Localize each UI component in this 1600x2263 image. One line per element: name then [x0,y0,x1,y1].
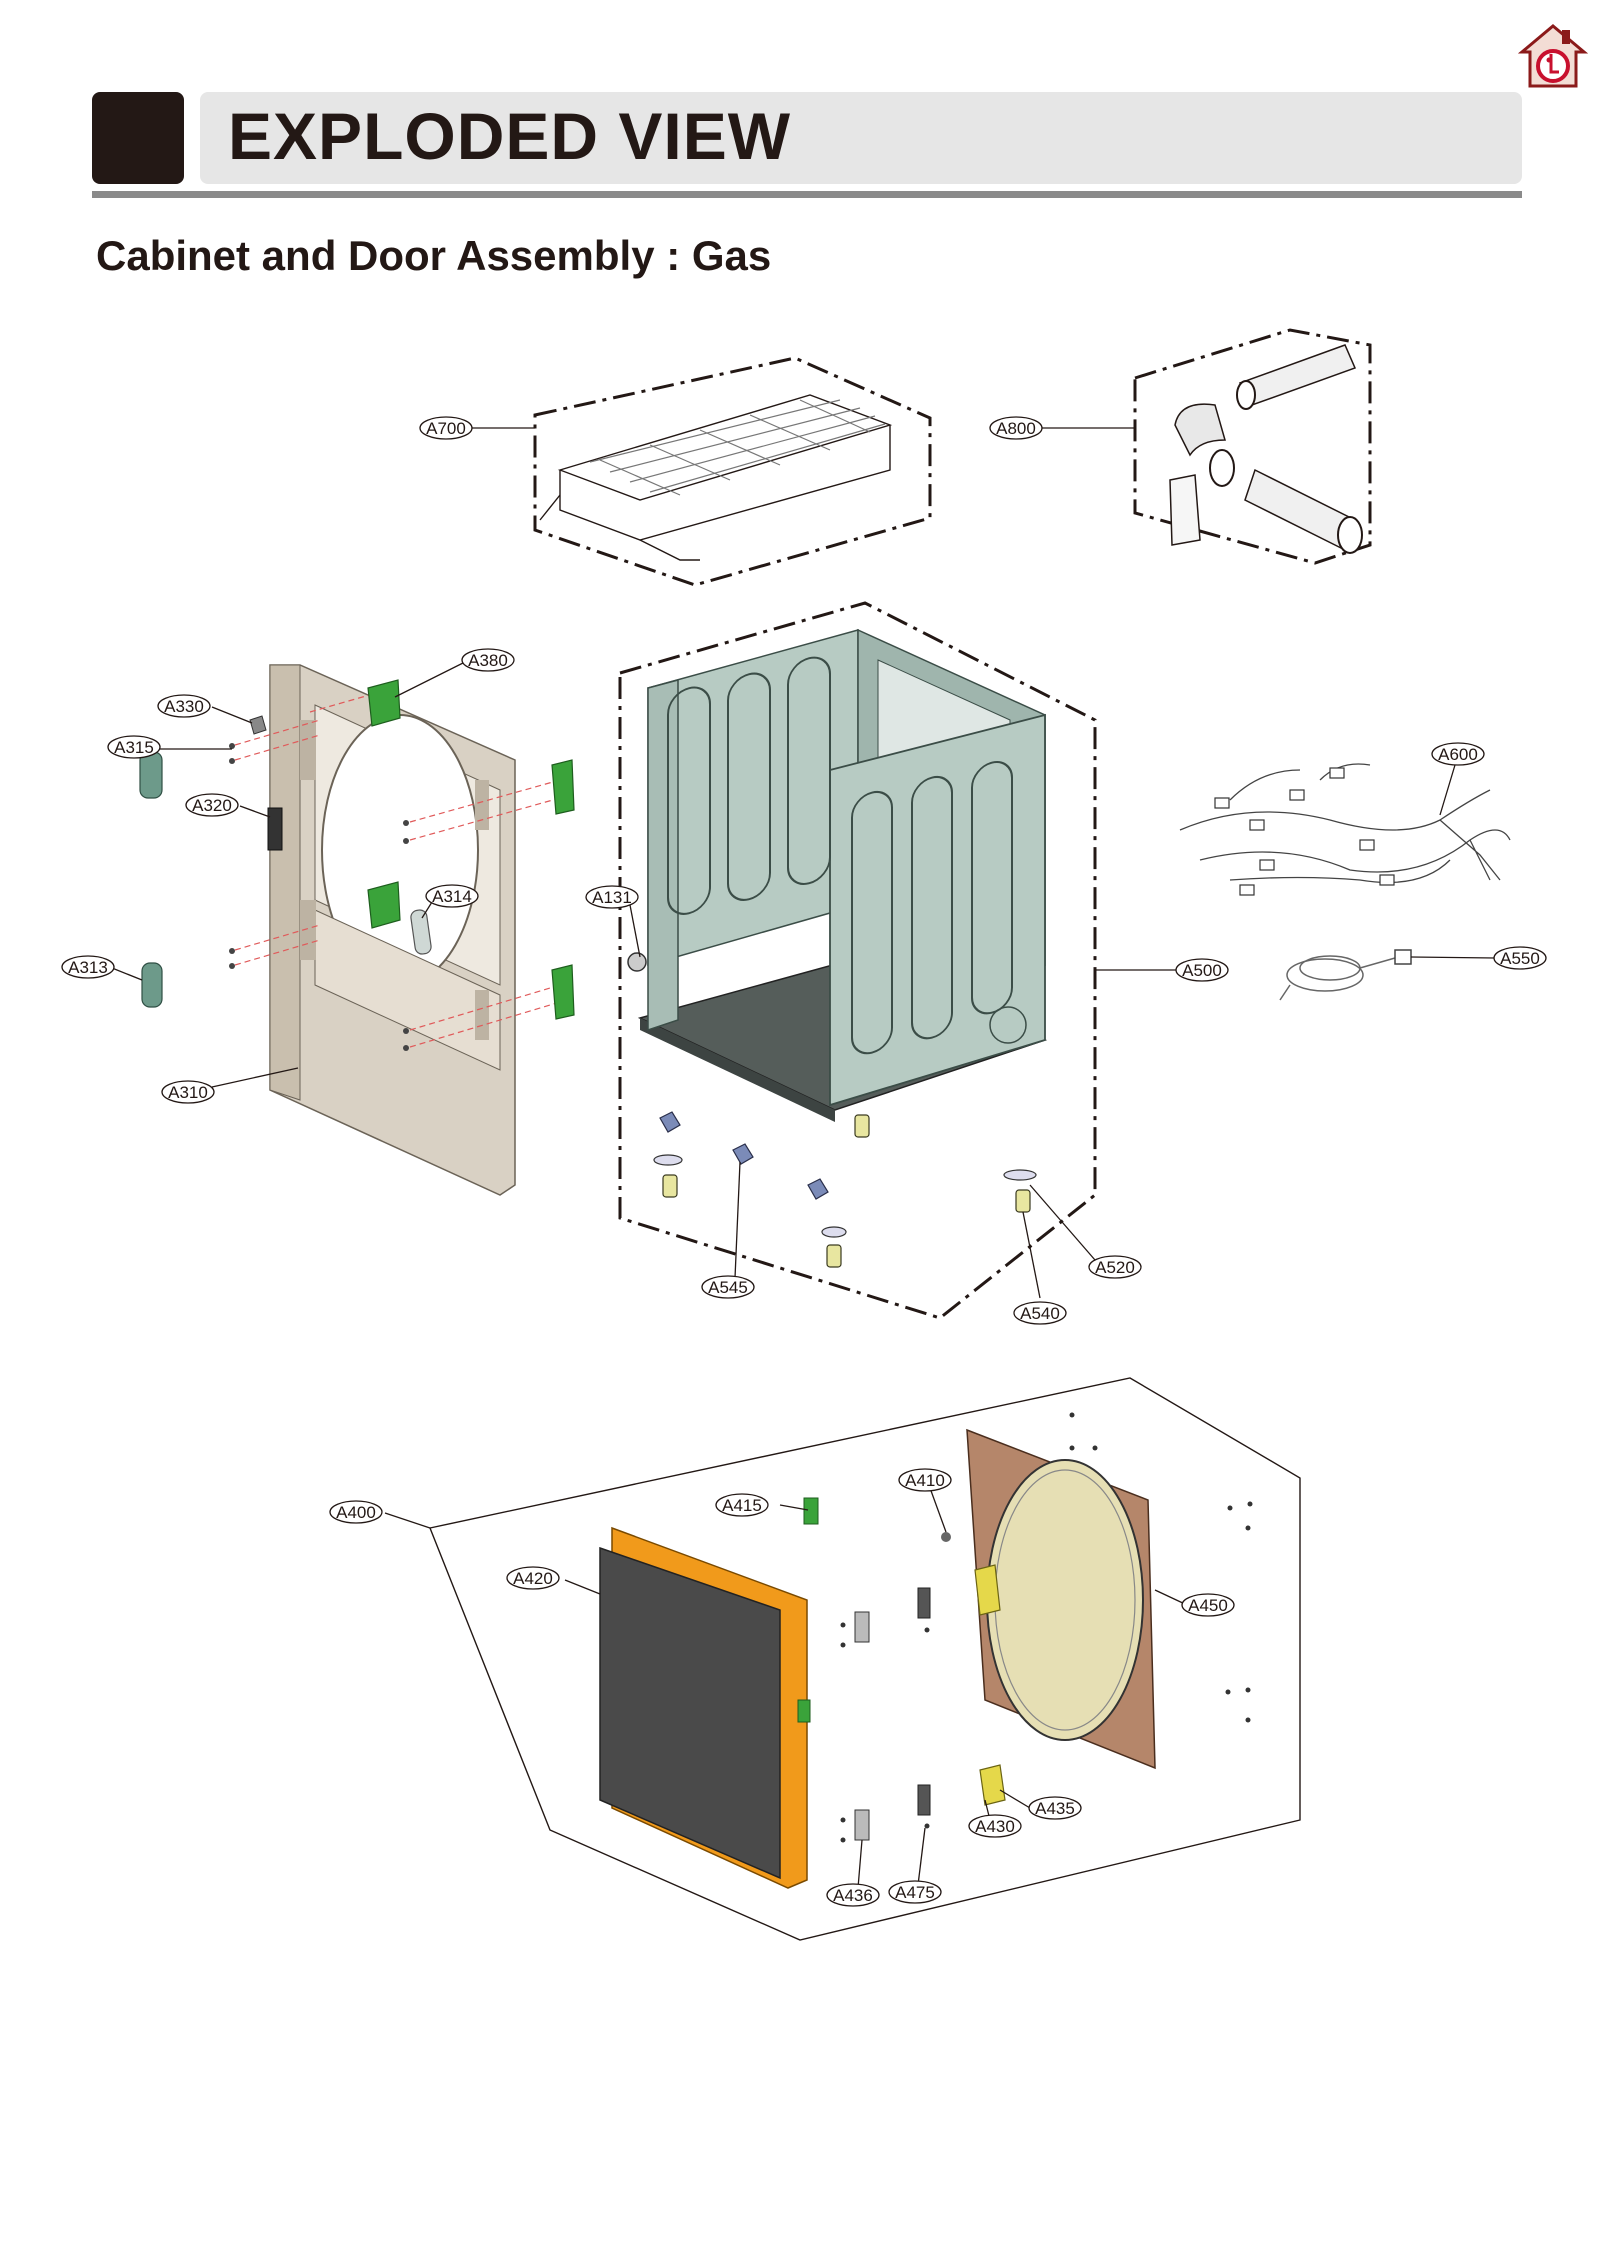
svg-text:A700: A700 [426,419,466,438]
svg-text:A540: A540 [1020,1304,1060,1323]
callout-A410: A410 [898,1468,952,1492]
leveling-feet [653,1111,1037,1268]
callout-A380: A380 [461,648,515,672]
screw-lines [234,691,561,1048]
page-subtitle: Cabinet and Door Assembly : Gas [96,232,772,279]
lg-logo-icon [1517,24,1589,88]
callout-A435: A435 [1028,1796,1082,1820]
front-panel-group [269,664,516,1196]
svg-text:A450: A450 [1188,1596,1228,1615]
svg-text:A330: A330 [164,697,204,716]
home-icon[interactable] [1517,22,1589,92]
callout-A131: A131 [585,885,639,909]
page-title: EXPLODED VIEW [228,99,792,173]
svg-text:A600: A600 [1438,745,1478,764]
svg-text:A415: A415 [722,1496,762,1515]
svg-text:A320: A320 [192,796,232,815]
door-assembly-group [429,1377,1301,1941]
svg-text:A436: A436 [833,1886,873,1905]
svg-text:A400: A400 [336,1503,376,1522]
svg-text:A315: A315 [114,738,154,757]
svg-text:A314: A314 [432,887,472,906]
callout-A415: A415 [715,1493,769,1517]
power-cord [1279,949,1412,1001]
callout-A314: A314 [425,884,479,908]
small-parts-left [139,715,432,1008]
screws-front [229,743,409,1051]
callout-A400: A400 [329,1500,383,1524]
callout-A520: A520 [1088,1255,1142,1279]
svg-text:A410: A410 [905,1471,945,1490]
top-cover-group [533,356,932,587]
callout-A450: A450 [1181,1593,1235,1617]
green-brackets [367,679,575,1020]
callout-A475: A475 [888,1880,942,1904]
callout-A330: A330 [157,694,211,718]
callout-A500: A500 [1175,958,1229,982]
svg-text:A430: A430 [975,1817,1015,1836]
svg-text:A800: A800 [996,419,1036,438]
callout-A420: A420 [506,1566,560,1590]
svg-text:A131: A131 [592,888,632,907]
callout-A540: A540 [1013,1301,1067,1325]
svg-text:A310: A310 [168,1083,208,1102]
svg-text:A313: A313 [68,958,108,977]
cabinet-group [618,601,1097,1320]
callout-A320: A320 [185,793,239,817]
svg-text:A420: A420 [513,1569,553,1588]
callout-A436: A436 [826,1883,880,1907]
callout-A430: A430 [968,1814,1022,1838]
callout-A310: A310 [161,1080,215,1104]
callout-A800: A800 [989,416,1043,440]
header-rule [92,191,1522,198]
svg-text:A475: A475 [895,1883,935,1902]
svg-text:A520: A520 [1095,1258,1135,1277]
svg-text:A545: A545 [708,1278,748,1297]
header-bar [200,92,1522,184]
callout-A545: A545 [701,1275,755,1299]
callout-leaders [111,427,1496,1889]
svg-text:A380: A380 [468,651,508,670]
duct-kit-group [1133,328,1372,565]
wire-harness [1179,763,1511,896]
svg-text:A550: A550 [1500,949,1540,968]
callout-A700: A700 [419,416,473,440]
header-block [92,92,184,184]
callout-A315: A315 [107,735,161,759]
callout-A550: A550 [1493,946,1547,970]
callout-A600: A600 [1431,742,1485,766]
callout-A313: A313 [61,955,115,979]
svg-text:A500: A500 [1182,961,1222,980]
svg-text:A435: A435 [1035,1799,1075,1818]
